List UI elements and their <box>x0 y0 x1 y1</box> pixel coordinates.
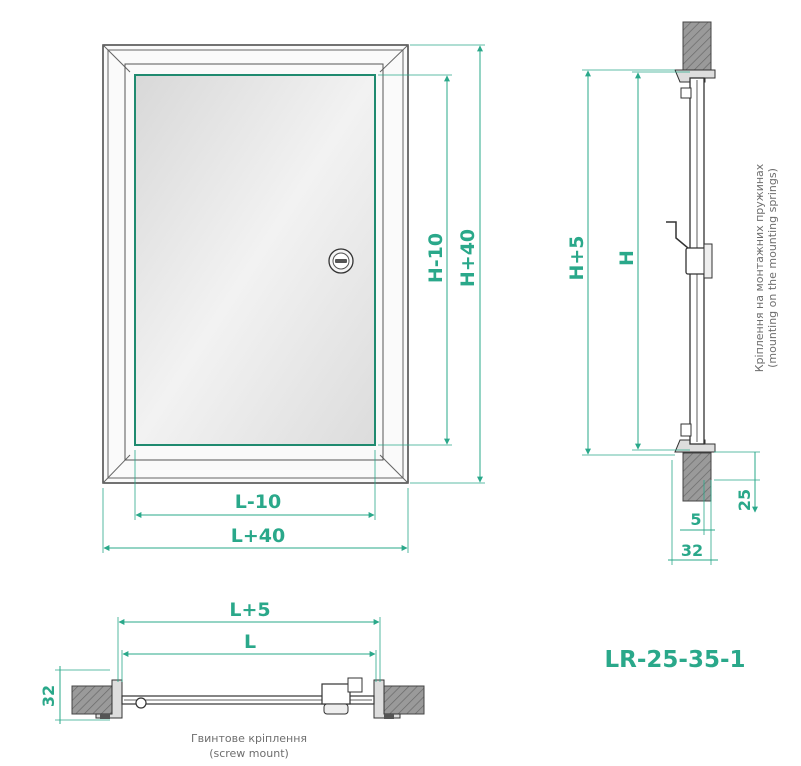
frame-inner-border <box>107 49 404 479</box>
latch-icon <box>666 221 713 279</box>
dim-25: 25 <box>735 489 754 511</box>
front-view: L-10 L+40 H-10 H+40 <box>102 44 485 553</box>
caption-screw-en: (screw mount) <box>209 747 289 760</box>
dim-l+5: L+5 <box>229 599 270 621</box>
hinge-icon <box>135 697 147 709</box>
dim-h-10: H-10 <box>425 233 447 283</box>
dim-h: H <box>616 250 638 266</box>
model-title: LR-25-35-1 <box>604 647 745 673</box>
dim-l+40: L+40 <box>231 525 285 547</box>
wall-left <box>71 685 115 715</box>
dim-5: 5 <box>690 510 701 529</box>
dim-l: L <box>244 631 256 653</box>
wall-bottom <box>682 452 712 502</box>
caption-screw-ua: Гвинтове кріплення <box>191 732 307 745</box>
dim-32-section: 32 <box>39 685 58 707</box>
side-view: H+5 H 25 5 32 Кріплення на монтажних пру… <box>566 21 779 565</box>
lock-section-icon <box>321 677 363 715</box>
dim-h+40: H+40 <box>457 229 479 287</box>
frame-profile <box>124 63 384 461</box>
lock-icon <box>328 248 354 274</box>
wall-right <box>381 685 425 715</box>
dim-h+5: H+5 <box>566 235 588 280</box>
dim-32-side: 32 <box>681 541 703 560</box>
caption-springs-ua: Кріплення на монтажних пружинах <box>753 163 766 372</box>
caption-springs-en: (mounting on the mounting springs) <box>766 168 779 368</box>
dim-l-10: L-10 <box>235 491 281 513</box>
section-view: L+5 L 32 Гвинтове кріплення (screw mount… <box>39 599 425 760</box>
wall-top <box>682 21 712 71</box>
